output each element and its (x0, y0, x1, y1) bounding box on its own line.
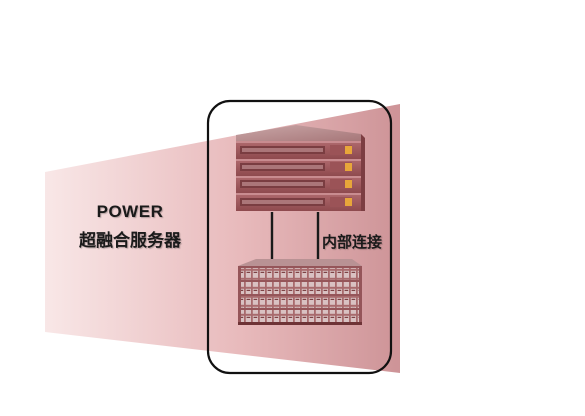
server-unit (236, 159, 361, 176)
storage-top-surface (238, 259, 362, 266)
storage-array (238, 259, 362, 325)
rack-server-stack (236, 125, 365, 211)
server-unit (236, 141, 361, 159)
storage-drive-row (241, 310, 359, 322)
server-unit (236, 193, 361, 211)
server-top-surface (236, 125, 361, 141)
storage-base (238, 322, 362, 325)
server-unit (236, 176, 361, 193)
product-name-line2: 超融合服务器 (79, 231, 181, 251)
product-name-line1: POWER (96, 202, 164, 221)
interconnect-label: 内部连接 (322, 233, 383, 251)
storage-drive-row (241, 282, 359, 294)
storage-drive-row (241, 296, 359, 308)
system-frame (206, 99, 393, 375)
server-side-shade (361, 134, 365, 211)
storage-drive-row (241, 268, 359, 280)
